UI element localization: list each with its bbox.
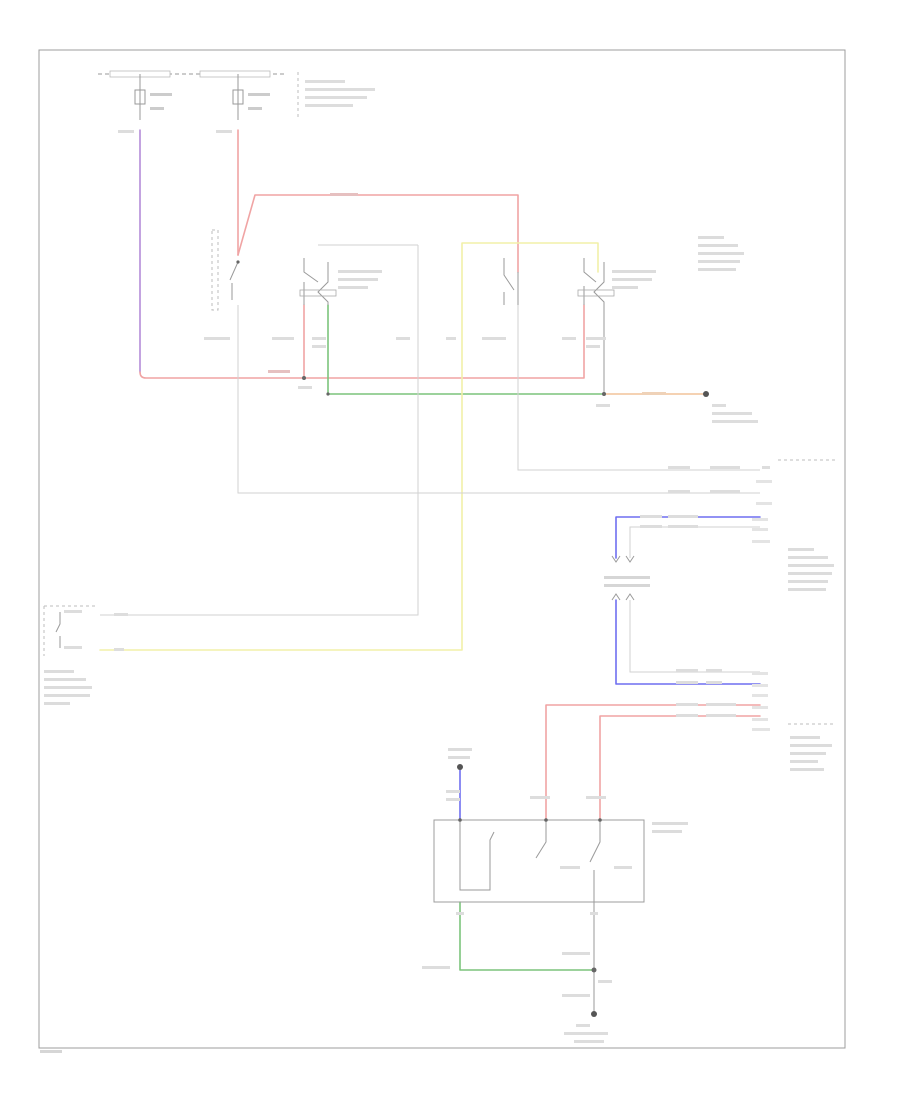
- label-block-upper-right: [698, 236, 744, 271]
- diagram-id-tag: [40, 1050, 62, 1053]
- wire-red-switch-b: [599, 715, 761, 821]
- label-wire-row: [204, 193, 758, 423]
- label-relay-passenger-right: [612, 270, 656, 289]
- fuse-left-icon: [134, 89, 146, 105]
- wire-gray-inner: [100, 245, 419, 616]
- wire-gray-outer: [237, 305, 760, 494]
- right-connector-c2: [640, 515, 834, 591]
- right-connector-c3: [676, 669, 836, 771]
- ground-icon: [703, 391, 709, 397]
- relay-left: [211, 229, 240, 311]
- relay-coil-icon: [593, 262, 605, 305]
- wire-green-relay-ground: [327, 304, 605, 395]
- passenger-seat-sensor: [43, 605, 128, 705]
- diagram-frame: [38, 49, 846, 1049]
- wire-yellow: [99, 242, 599, 651]
- switch-contact-icon: [229, 261, 239, 300]
- ground-icon-bottom: [591, 1011, 597, 1017]
- wire-green-bottom: [459, 901, 595, 971]
- fuse-right-icon: [232, 89, 244, 105]
- switch-contact-icon: [589, 820, 601, 902]
- relay-middle: [503, 258, 519, 305]
- right-connector-c1: [668, 459, 836, 505]
- wire-red-switch-a: [545, 704, 761, 821]
- relay-passenger-right: [577, 258, 615, 305]
- wire-blue-upper: [615, 516, 761, 559]
- seat-switch-block: [422, 748, 688, 1043]
- wire-red-bridge: [237, 194, 519, 273]
- switch-contact-icon: [535, 820, 547, 859]
- wire-gray-right: [517, 305, 760, 471]
- connector-middle: [604, 555, 650, 601]
- ground-icon-switch: [457, 764, 463, 770]
- wire-red-bottom-bus: [139, 304, 585, 379]
- relay-passenger-left: [299, 258, 337, 305]
- label-relay-passenger-left: [338, 270, 382, 289]
- fuse-bus-top: [98, 70, 375, 133]
- relay-coil-icon: [317, 262, 329, 305]
